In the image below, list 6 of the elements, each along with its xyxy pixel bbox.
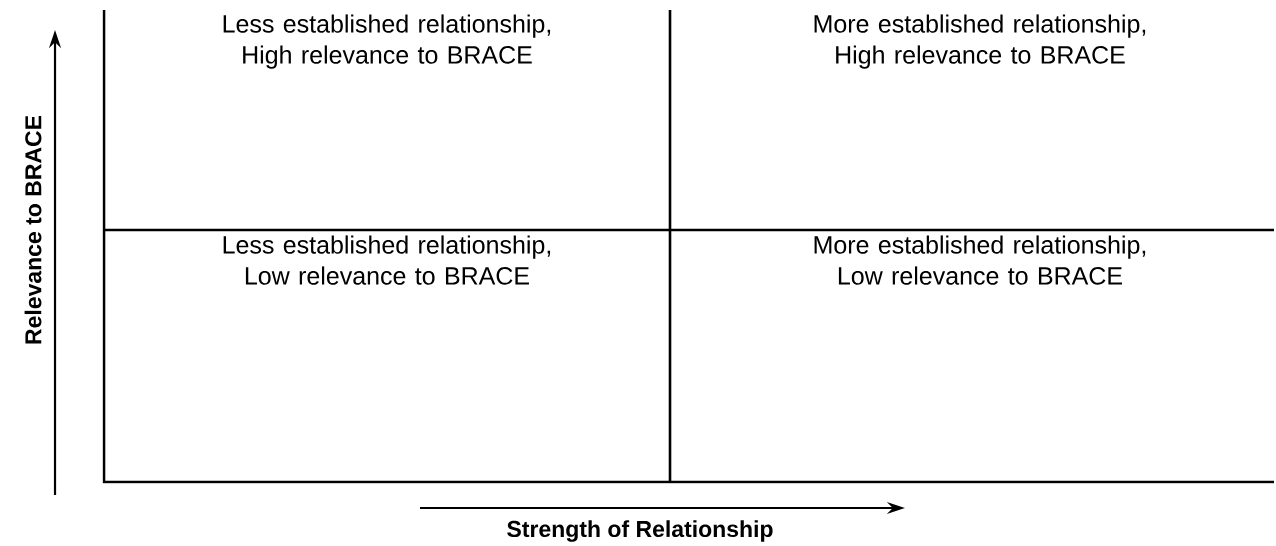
quadrant-text: Less established relationship, High relevance to BRACE xyxy=(223,14,551,69)
axis-label: Relevance to BRACE xyxy=(24,115,42,344)
quadrant-text: Less established relationship, Low relevance to BRACE xyxy=(223,235,551,285)
quadrant-text: More established relationship, High relevance to BRACE xyxy=(814,14,1146,69)
axis-label: Strength of Relationship xyxy=(507,520,773,542)
quadrant-text: More established relationship, Low relevance to BRACE xyxy=(814,235,1146,285)
